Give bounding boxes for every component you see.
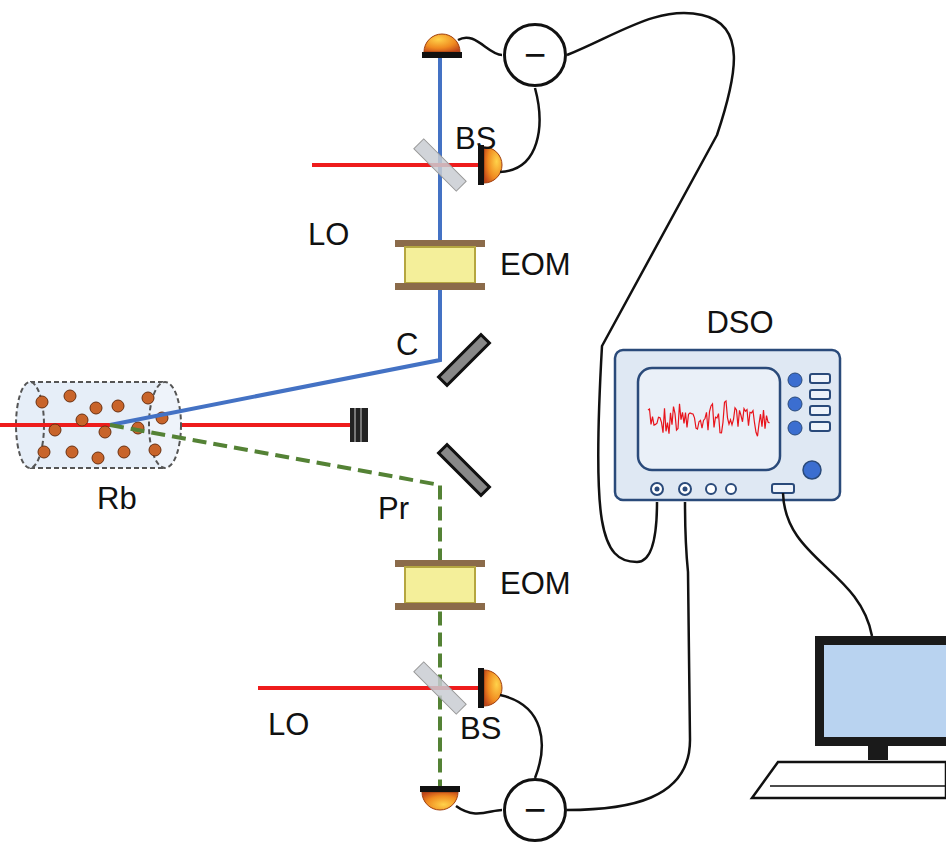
part-label: EOM	[500, 567, 571, 601]
eom	[395, 240, 485, 290]
oscilloscope-node: DSO	[612, 306, 844, 502]
mirror	[439, 335, 490, 386]
part-label: Rb	[97, 482, 137, 516]
photodetector	[420, 786, 460, 810]
beam-block	[350, 408, 368, 442]
part-label: BS	[455, 122, 496, 156]
lo-beam	[312, 163, 478, 167]
photodetector	[478, 668, 502, 708]
signal-cable	[567, 502, 690, 810]
subtractor-circle: −	[503, 23, 567, 87]
instrument-label: DSO	[706, 306, 773, 340]
part-label: EOM	[500, 248, 571, 282]
minus-sign: −	[524, 36, 546, 74]
mirror	[439, 445, 490, 496]
detector-wire	[456, 38, 542, 814]
part-label: LO	[308, 218, 349, 252]
computer	[752, 636, 946, 798]
signal-cable	[567, 13, 734, 562]
eom	[395, 560, 485, 610]
oscilloscope	[615, 350, 840, 500]
usb-cable	[783, 493, 872, 636]
part-label: Pr	[378, 492, 409, 526]
photodetector	[422, 34, 462, 58]
part-label: BS	[460, 712, 501, 746]
minus-sign: −	[524, 791, 546, 829]
rb-cell	[0, 382, 181, 468]
beam-splitter	[414, 662, 466, 714]
subtractor-circle: −	[503, 778, 567, 842]
part-label: C	[396, 328, 418, 362]
coupling-beam	[110, 58, 440, 425]
probe-beam	[110, 425, 440, 786]
part-label: LO	[268, 708, 309, 742]
